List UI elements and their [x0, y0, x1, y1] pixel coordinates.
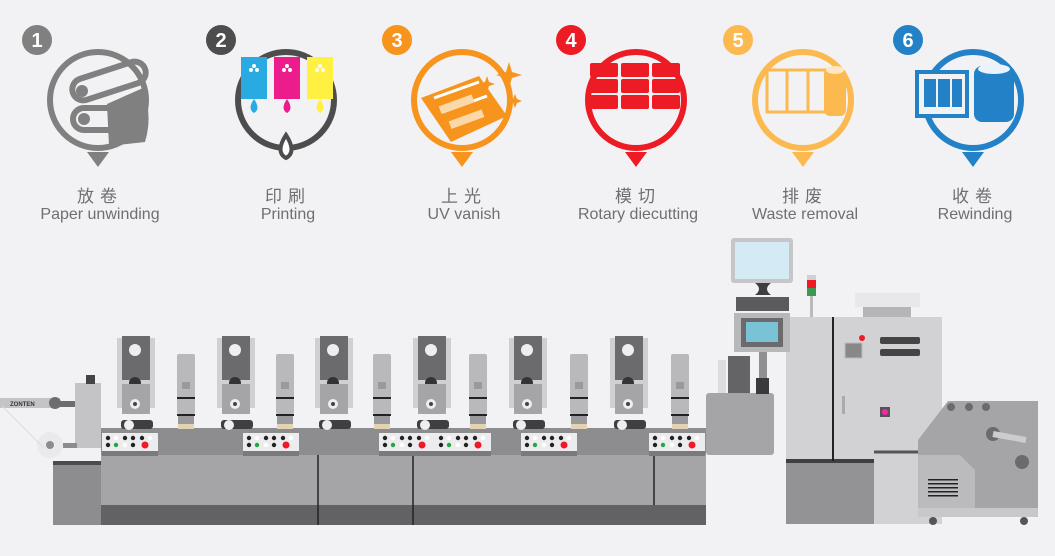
anilox-unit [469, 354, 487, 429]
step-title-en: Waste removal [751, 206, 859, 223]
step-title-en: Rewinding [937, 206, 1013, 223]
button-panel [521, 433, 577, 456]
print-head [315, 336, 353, 430]
step-title-en: Rotary diecutting [577, 206, 699, 223]
step-number-badge [22, 25, 52, 55]
step-title-cn: 模切 [615, 187, 661, 207]
step-title-cn: 收卷 [952, 187, 998, 207]
print-head [117, 336, 155, 430]
label-press-machine: ZONTEN [0, 238, 1038, 525]
paper-roll-icon [69, 58, 149, 146]
print-head [413, 336, 451, 430]
step-title-cn: 上光 [441, 187, 487, 207]
button-panel [379, 433, 435, 456]
step-number-badge [556, 25, 586, 55]
print-head [509, 336, 547, 430]
step-graphic: 2 [206, 25, 337, 161]
step-title-en: Printing [260, 206, 316, 223]
rewind-roll-icon [915, 64, 1014, 122]
step-number: 4 [565, 30, 577, 52]
step-number-badge [382, 25, 412, 55]
step-title-cn: 放卷 [77, 187, 123, 207]
anilox-unit [177, 354, 195, 429]
step-number-badge [206, 25, 236, 55]
process-step-diecutting: 4 模切 Rotary diecutting [553, 20, 723, 223]
monitor-station [731, 238, 793, 378]
step-number: 6 [902, 30, 913, 52]
step-pointer [87, 152, 109, 167]
waste-roll-icon [765, 66, 846, 116]
signal-light-red [807, 280, 816, 288]
step-graphic: 1 [22, 25, 149, 167]
button-panel [102, 433, 158, 456]
cabinet-display [844, 342, 863, 359]
step-title-en: Paper unwinding [40, 206, 160, 223]
step-pointer [625, 152, 647, 167]
control-panels [102, 433, 705, 456]
step-title-en: UV vanish [427, 206, 501, 223]
die-cut-grid-icon [590, 63, 680, 109]
step-number-badge [893, 25, 923, 55]
process-step-rewinding: 6 收卷 Rewinding [890, 20, 1055, 223]
brand-label: ZONTEN [10, 402, 35, 408]
process-step-uv-varnish: 3 上光 UV vanish [379, 20, 549, 223]
step-pointer [792, 152, 814, 167]
process-step-unwinding: 1 放卷 Paper unwinding [15, 20, 185, 223]
step-title-cn: 排废 [782, 187, 828, 207]
step-graphic: 6 [893, 25, 1024, 167]
process-step-waste-removal: 5 排废 Waste removal [720, 20, 890, 223]
step-graphic: 4 [556, 25, 687, 167]
anilox-unit [276, 354, 294, 429]
anilox-unit [570, 354, 588, 429]
process-step-printing: 2 印刷 Printing [203, 20, 373, 223]
step-number: 5 [732, 30, 743, 52]
step-number: 2 [215, 30, 226, 52]
monitor-screen [735, 242, 789, 279]
step-graphic: 3 [382, 25, 522, 167]
step-title-cn: 印刷 [265, 187, 311, 207]
button-panel [649, 433, 705, 456]
print-units [117, 336, 689, 430]
step-graphic: 5 [723, 25, 854, 167]
step-number: 1 [31, 30, 42, 52]
rewinder-unit [874, 401, 1038, 525]
button-panel [243, 433, 299, 456]
print-head [610, 336, 648, 430]
ink-cartridges-icon [241, 57, 333, 113]
unwinder-unit: ZONTEN [0, 375, 103, 525]
print-head [217, 336, 255, 430]
anilox-unit [671, 354, 689, 429]
hmi-screen [746, 322, 778, 342]
step-pointer [962, 152, 984, 167]
step-number-badge [723, 25, 753, 55]
step-pointer [451, 152, 473, 167]
control-cabinet [786, 275, 942, 524]
emergency-stop-button[interactable] [859, 335, 865, 341]
varnish-sheet-icon [421, 62, 522, 142]
anilox-unit [373, 354, 391, 429]
step-number: 3 [391, 30, 402, 52]
button-panel [435, 433, 491, 456]
signal-light-green [807, 288, 816, 296]
ink-drop-pointer [278, 131, 294, 161]
